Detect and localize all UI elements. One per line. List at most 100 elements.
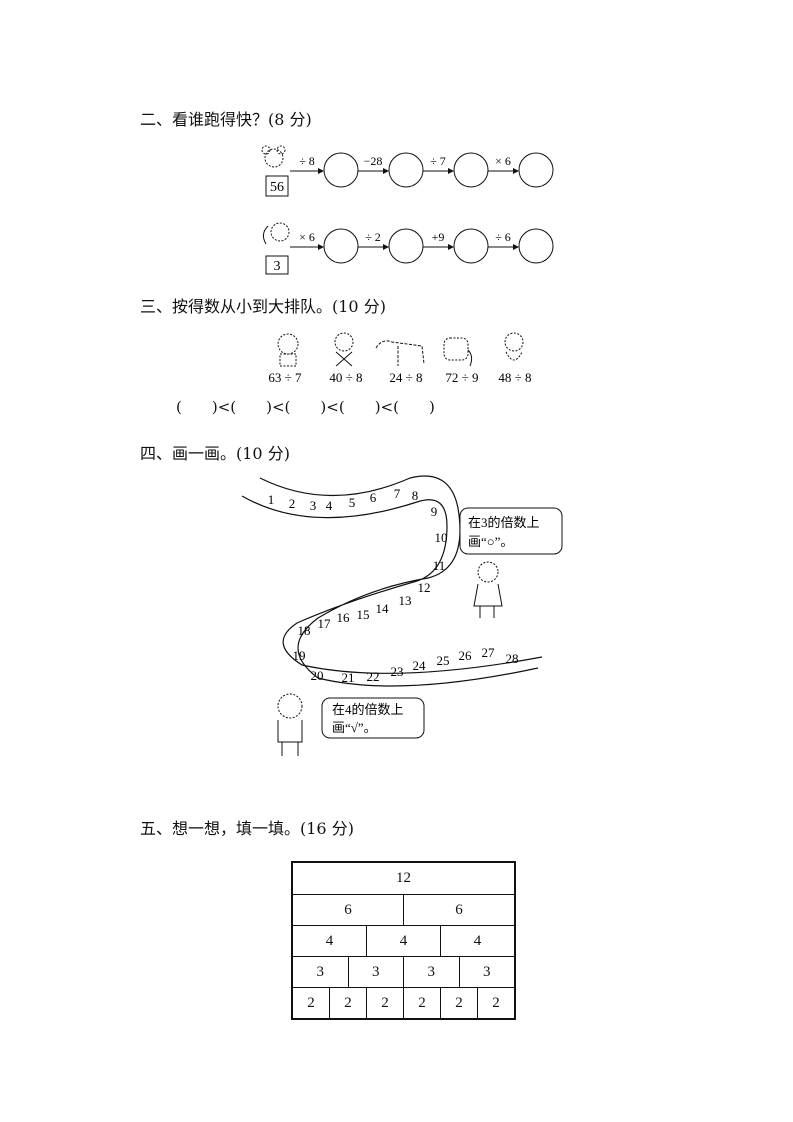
monkey-icon	[334, 332, 354, 367]
rabbit-icon	[261, 145, 286, 168]
table-cell: 6	[403, 895, 514, 925]
snake-num-10[interactable]: 10	[435, 530, 448, 545]
snake-num-8[interactable]: 8	[412, 488, 419, 503]
table-cell: 2	[307, 994, 315, 1011]
number-snake-path	[241, 475, 543, 687]
op-2-1: × 6	[299, 230, 315, 244]
table-cell: 2	[477, 988, 514, 1018]
speech-bubble-2: 在4的倍数上 画“√”。	[321, 697, 425, 739]
snake-num-28[interactable]: 28	[506, 651, 519, 666]
bubble1-line2: 画“○”。	[468, 534, 513, 549]
speech-bubble-1: 在3的倍数上 画“○”。	[459, 507, 563, 555]
snake-num-26[interactable]: 26	[459, 648, 473, 663]
table-cell: 2	[440, 988, 477, 1018]
snake-num-24[interactable]: 24	[413, 658, 427, 673]
table-row: 12	[293, 863, 514, 894]
snake-num-5[interactable]: 5	[349, 495, 356, 510]
snake-num-23[interactable]: 23	[391, 664, 404, 679]
table-cell: 6	[344, 901, 352, 918]
compare-open: (	[176, 398, 182, 416]
start-box-2	[265, 255, 289, 275]
answer-circle-2-3[interactable]	[453, 228, 489, 264]
snake-num-9[interactable]: 9	[431, 504, 438, 519]
answer-circle-2-4[interactable]	[518, 228, 554, 264]
table-cell: 12	[396, 870, 411, 886]
table-cell: 4	[325, 932, 334, 949]
table-row: 3 3 3 3	[293, 956, 514, 987]
answer-circle-2-1[interactable]	[323, 228, 359, 264]
op-1-1: ÷ 8	[299, 154, 315, 168]
table-row: 2 2 2 2 2 2	[293, 987, 514, 1018]
table-cell: 3	[316, 963, 325, 980]
section4-heading: 四、画一画。(10 分)	[140, 444, 290, 463]
op-1-3: ÷ 7	[430, 154, 446, 168]
table-cell: 3	[347, 957, 404, 987]
compare-sep-4: )<(	[374, 398, 399, 416]
snake-num-16[interactable]: 16	[337, 610, 351, 625]
race-diagram: 56 ÷ 8 −28 ÷ 7 × 6 3 × 6 ÷ 2 +9 ÷ 6	[261, 145, 554, 275]
bubble2-line1: 在4的倍数上	[332, 702, 404, 717]
op-1-2: −28	[364, 154, 383, 168]
girl-icon	[473, 561, 503, 618]
snake-num-4[interactable]: 4	[326, 498, 333, 513]
snake-num-20[interactable]: 20	[311, 668, 324, 683]
table-cell: 2	[366, 988, 403, 1018]
snake-num-27[interactable]: 27	[482, 645, 496, 660]
table-cell: 4	[440, 926, 514, 956]
bear-icon	[277, 333, 299, 367]
expr-4: 72 ÷ 9	[445, 370, 478, 385]
snake-num-14[interactable]: 14	[376, 601, 390, 616]
answer-circle-2-2[interactable]	[388, 228, 424, 264]
snake-num-18[interactable]: 18	[298, 623, 311, 638]
boy-icon	[277, 693, 303, 756]
bubble2-line2: 画“√”。	[332, 720, 377, 735]
start-value-2: 3	[274, 259, 281, 274]
snake-num-6[interactable]: 6	[370, 490, 377, 505]
expr-1: 63 ÷ 7	[268, 370, 302, 385]
elephant-icon	[443, 337, 473, 367]
snake-num-11[interactable]: 11	[433, 558, 446, 573]
expr-3: 24 ÷ 8	[389, 370, 422, 385]
op-1-4: × 6	[495, 154, 511, 168]
op-2-4: ÷ 6	[495, 230, 511, 244]
compare-row: ()<()<()<()<()	[176, 398, 435, 416]
table-row: 6 6	[293, 894, 514, 925]
snake-num-3[interactable]: 3	[310, 498, 317, 513]
expr-5: 48 ÷ 8	[498, 370, 531, 385]
snake-num-19[interactable]: 19	[293, 648, 306, 663]
start-box-1	[265, 175, 289, 197]
squirrel-icon	[262, 222, 290, 245]
table-cell: 3	[403, 957, 459, 987]
section3-heading: 三、按得数从小到大排队。(10 分)	[140, 297, 386, 316]
answer-circle-1-1[interactable]	[323, 152, 359, 188]
snake-num-21[interactable]: 21	[342, 670, 355, 685]
table-cell: 3	[458, 957, 515, 987]
table-row: 4 4 4	[293, 925, 514, 956]
snake-num-12[interactable]: 12	[418, 580, 431, 595]
compare-close: )	[428, 398, 435, 416]
snake-num-22[interactable]: 22	[367, 669, 380, 684]
expr-2: 40 ÷ 8	[329, 370, 362, 385]
compare-sep-1: )<(	[211, 398, 237, 416]
op-2-2: ÷ 2	[365, 230, 381, 244]
snake-num-13[interactable]: 13	[399, 593, 412, 608]
snake-num-2[interactable]: 2	[289, 496, 296, 511]
snake-num-15[interactable]: 15	[357, 607, 370, 622]
start-value-1: 56	[270, 180, 284, 195]
snake-num-17[interactable]: 17	[318, 616, 332, 631]
section2-heading: 二、看谁跑得快？(8 分)	[140, 110, 312, 129]
cat-icon	[504, 332, 524, 361]
dog-icon	[375, 340, 425, 366]
table-cell: 4	[366, 926, 440, 956]
table-cell: 2	[329, 988, 366, 1018]
answer-circle-1-2[interactable]	[388, 152, 424, 188]
snake-num-7[interactable]: 7	[394, 486, 401, 501]
op-2-3: +9	[432, 230, 445, 244]
snake-num-25[interactable]: 25	[437, 653, 450, 668]
split-table: 12 6 6 4 4 4 3 3 3 3 2 2 2 2 2 2	[291, 861, 516, 1020]
snake-num-1[interactable]: 1	[268, 492, 275, 507]
table-cell: 2	[403, 988, 440, 1018]
section5-heading: 五、想一想，填一填。(16 分)	[140, 819, 354, 838]
answer-circle-1-4[interactable]	[518, 152, 554, 188]
answer-circle-1-3[interactable]	[453, 152, 489, 188]
